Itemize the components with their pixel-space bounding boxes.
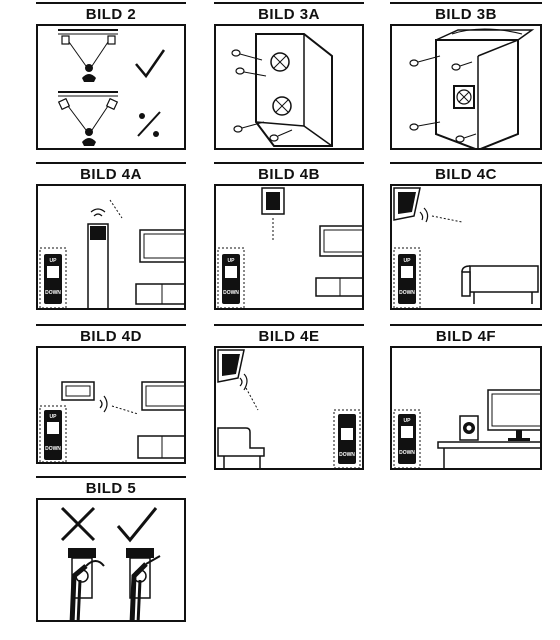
- figure-rule: [390, 324, 542, 326]
- figure-panel: UP DOWN: [36, 346, 186, 464]
- remote-down-label: DOWN: [339, 452, 355, 458]
- figure-panel: UP DOWN: [214, 184, 364, 310]
- figure-rule: [390, 2, 542, 4]
- figure-panel: UP DOWN: [36, 184, 186, 310]
- figure-panel: [36, 24, 186, 150]
- remote-up-label: UP: [404, 258, 412, 264]
- figure-bild-4c: BILD 4C UP DOWN: [390, 162, 542, 310]
- remote-corner-illustration: UP DOWN: [393, 187, 539, 308]
- figure-title: BILD 4B: [258, 166, 320, 183]
- speaker-cabinet-back-illustration: [409, 28, 535, 148]
- remote-wall-illustration: UP DOWN: [39, 381, 184, 462]
- remote-armchair-illustration: DOWN: [217, 349, 361, 468]
- figure-rule: [36, 2, 186, 4]
- figure-rule: [214, 324, 364, 326]
- figure-title: BILD 3A: [258, 6, 320, 23]
- figure-bild-4e: BILD 4E DOWN: [214, 324, 364, 472]
- remote-up-label: UP: [50, 414, 58, 420]
- figure-rule: [36, 476, 186, 478]
- figure-bild-2: BILD 2: [36, 2, 186, 150]
- figure-panel: [36, 498, 186, 622]
- remote-down-label: DOWN: [45, 290, 61, 296]
- figure-title: BILD 4D: [80, 328, 142, 345]
- figure-rule: [36, 162, 186, 164]
- speaker-placement-illustration: [57, 29, 166, 146]
- figure-title: BILD 4E: [258, 328, 320, 345]
- figure-title: BILD 4F: [435, 328, 497, 345]
- remote-down-label: DOWN: [399, 290, 415, 296]
- cable-connection-illustration: [60, 506, 161, 620]
- figure-title: BILD 3B: [435, 6, 497, 23]
- remote-up-label: UP: [228, 258, 236, 264]
- figure-bild-5: BILD 5: [36, 476, 186, 624]
- remote-ceiling-illustration: UP DOWN: [217, 187, 362, 308]
- remote-down-label: DOWN: [399, 450, 415, 456]
- figure-bild-4b: BILD 4B UP DOWN: [214, 162, 364, 310]
- figure-title: BILD 4A: [80, 166, 142, 183]
- figure-bild-4a: BILD 4A UP DOWN: [36, 162, 186, 310]
- remote-callout: [39, 247, 67, 308]
- figure-rule: [36, 324, 186, 326]
- figure-panel: UP DOWN: [390, 346, 542, 470]
- remote-up-label: UP: [50, 258, 58, 264]
- speaker-cabinet-illustration: [231, 33, 333, 147]
- remote-down-label: DOWN: [45, 446, 61, 452]
- figure-bild-3a: BILD 3A: [214, 2, 364, 150]
- figure-bild-4f: BILD 4F UP DOWN: [390, 324, 542, 472]
- figure-panel: DOWN: [214, 346, 364, 470]
- figure-title: BILD 2: [85, 6, 137, 23]
- figure-panel: UP DOWN: [390, 184, 542, 310]
- figure-bild-3b: BILD 3B: [390, 2, 542, 150]
- remote-down-label: DOWN: [223, 290, 239, 296]
- remote-room-illustration: UP DOWN: [39, 199, 184, 308]
- remote-up-label: UP: [404, 418, 412, 424]
- figure-rule: [214, 162, 364, 164]
- figure-rule: [390, 162, 542, 164]
- figure-title: BILD 5: [85, 480, 137, 497]
- figure-panel: [390, 24, 542, 150]
- figure-title: BILD 4C: [435, 166, 497, 183]
- figure-rule: [214, 2, 364, 4]
- remote-desk-illustration: UP DOWN: [393, 389, 540, 468]
- checkmark-icon: [135, 49, 166, 79]
- figure-bild-4d: BILD 4D UP DOWN: [36, 324, 186, 472]
- correct-checkmark-icon: [116, 507, 158, 543]
- figure-panel: [214, 24, 364, 150]
